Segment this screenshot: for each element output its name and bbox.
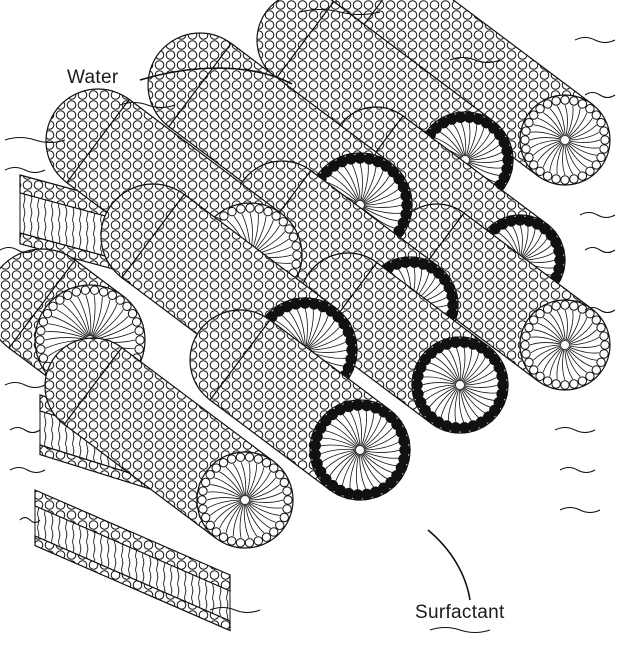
water-line bbox=[585, 248, 615, 253]
water-label: Water bbox=[67, 67, 118, 89]
water-line bbox=[560, 508, 600, 513]
water-line bbox=[580, 213, 615, 218]
surfactant-label: Surfactant bbox=[415, 602, 505, 624]
water-line bbox=[5, 168, 45, 173]
water-line bbox=[555, 428, 595, 433]
water-line bbox=[10, 468, 45, 473]
water-line bbox=[430, 628, 490, 633]
micelle-cross-section bbox=[197, 452, 293, 548]
micelle-cross-section bbox=[310, 400, 410, 500]
water-line bbox=[575, 38, 615, 43]
micelle-cross-section bbox=[520, 95, 610, 185]
water-line bbox=[10, 428, 40, 433]
water-line bbox=[585, 93, 615, 98]
water-line bbox=[5, 383, 45, 388]
micelle-cross-section bbox=[412, 337, 508, 433]
water-line bbox=[560, 468, 595, 473]
micelle-cross-section bbox=[520, 300, 610, 390]
surfactant-leader-line bbox=[428, 530, 470, 600]
